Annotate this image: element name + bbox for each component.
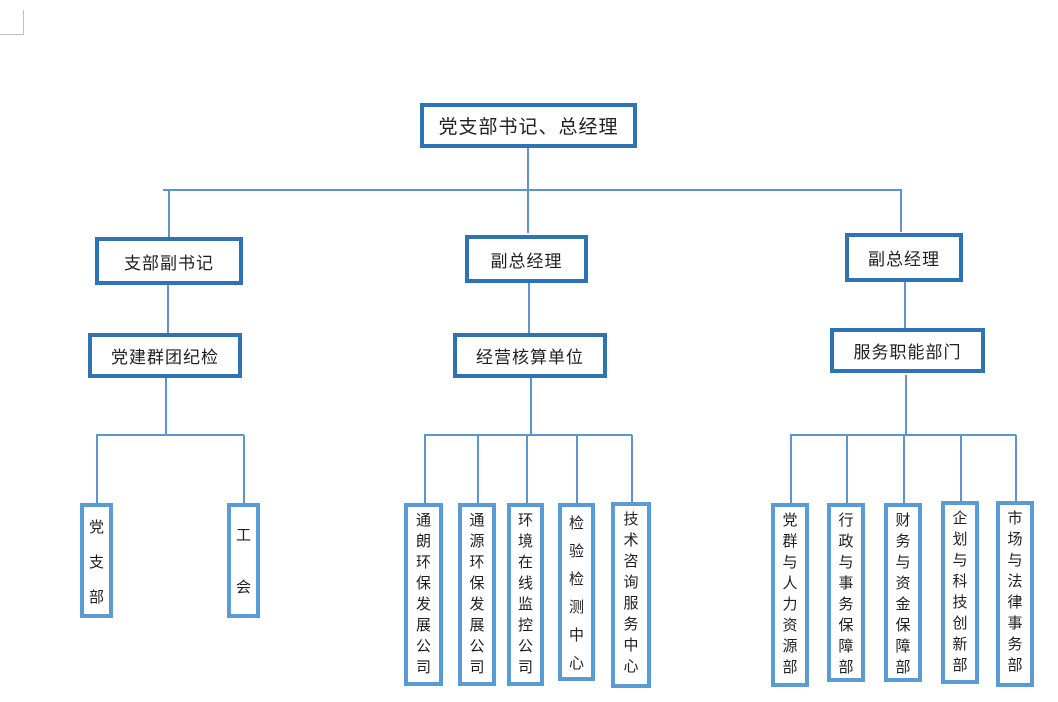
org-box-root[interactable]: 党支部书记、总经理 [420, 103, 637, 148]
org-box-branch3-head[interactable]: 副总经理 [845, 233, 963, 282]
org-box-label: 支部副书记 [124, 253, 214, 273]
org-box-branch2-head[interactable]: 副总经理 [465, 235, 588, 283]
org-box-branch1-head[interactable]: 支部副书记 [95, 237, 243, 285]
connector-line [527, 148, 529, 190]
connector-line [527, 190, 529, 233]
org-box-child[interactable]: 工会 [227, 503, 260, 618]
org-box-child[interactable]: 财务与资金保障部 [884, 503, 922, 682]
org-box-child[interactable]: 企划与科技创新部 [941, 501, 979, 684]
connector-line [243, 435, 245, 503]
page-margin-mark [23, 10, 24, 35]
org-box-child[interactable]: 通源环保发展公司 [458, 503, 496, 686]
connector-line [526, 435, 528, 503]
connector-line [165, 378, 167, 435]
org-box-branch3-unit[interactable]: 服务职能部门 [830, 328, 985, 373]
org-box-branch1-unit[interactable]: 党建群团纪检 [88, 333, 242, 378]
org-box-child[interactable]: 检验检测中心 [558, 503, 595, 681]
org-box-child[interactable]: 市场与法律事务部 [996, 501, 1034, 687]
connector-line [576, 435, 578, 503]
org-box-child[interactable]: 党群与人力资源部 [771, 503, 809, 687]
org-box-child[interactable]: 行政与事务保障部 [827, 503, 865, 682]
connector-line [168, 190, 170, 237]
org-box-child[interactable]: 技术咨询服务中心 [611, 502, 651, 688]
connector-line [163, 189, 902, 191]
org-box-child[interactable]: 环境在线监控公司 [507, 503, 544, 686]
connector-line [1015, 435, 1017, 502]
org-box-branch2-unit[interactable]: 经营核算单位 [453, 333, 607, 378]
connector-line [904, 278, 906, 330]
connector-line [903, 435, 905, 503]
org-box-label: 副总经理 [868, 250, 940, 269]
org-box-child[interactable]: 党支部 [80, 503, 113, 618]
connector-line [790, 434, 1016, 436]
connector-line [96, 434, 244, 436]
connector-line [631, 435, 633, 503]
connector-line [528, 281, 530, 333]
connector-line [530, 378, 532, 435]
org-box-label: 党建群团纪检 [111, 348, 219, 367]
connector-line [96, 435, 98, 503]
connector-line [167, 284, 169, 334]
org-box-label: 服务职能部门 [853, 343, 962, 362]
connector-line [790, 435, 792, 503]
org-box-label: 经营核算单位 [476, 348, 584, 367]
connector-line [846, 435, 848, 503]
connector-line [424, 434, 632, 436]
org-box-label: 党支部书记、总经理 [438, 117, 619, 138]
connector-line [960, 435, 962, 503]
org-box-label: 副总经理 [490, 251, 563, 271]
org-box-child[interactable]: 通朗环保发展公司 [404, 503, 443, 686]
connector-line [424, 435, 426, 503]
page-margin-mark [0, 34, 24, 35]
connector-line [905, 375, 907, 435]
connector-line [477, 435, 479, 503]
connector-line [900, 190, 902, 232]
